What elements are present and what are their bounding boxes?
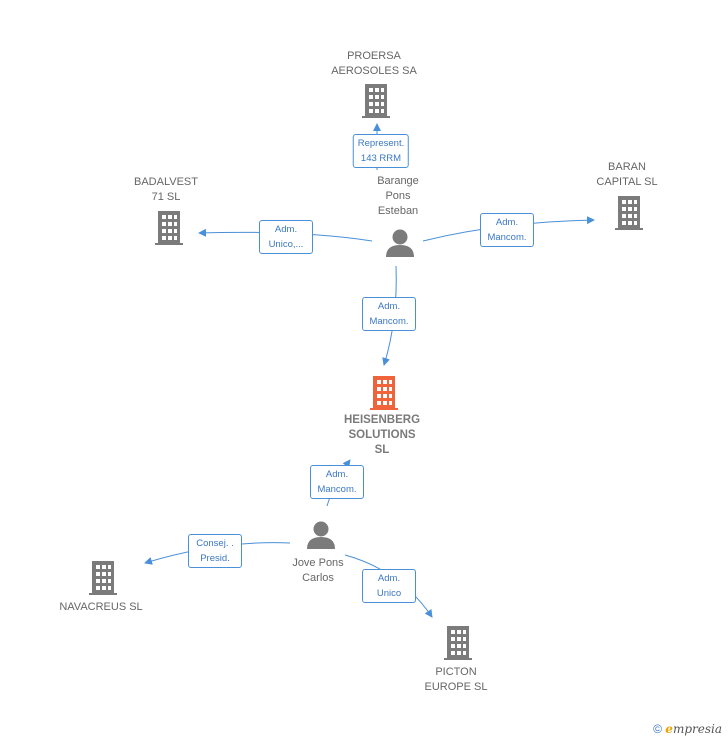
person-icon-jove[interactable] xyxy=(307,521,335,550)
brand-logo: empresia xyxy=(665,722,722,736)
edge-label-adm-mancom-heisenberg-2[interactable]: Adm. Mancom. xyxy=(310,465,364,499)
footer-brand: © empresia xyxy=(653,722,722,736)
building-icon-proersa[interactable] xyxy=(362,84,390,118)
edge-label-represent[interactable]: Represent. 143 RRM xyxy=(352,134,410,168)
node-label-heisenberg[interactable]: HEISENBERG SOLUTIONS SL xyxy=(343,414,421,456)
copyright-icon: © xyxy=(653,722,662,736)
building-icon-picton[interactable] xyxy=(444,626,472,660)
edge-label-adm-mancom-heisenberg-1[interactable]: Adm. Mancom. xyxy=(362,297,416,331)
edge-label-adm-mancom-baran[interactable]: Adm. Mancom. xyxy=(480,213,534,247)
node-label-barange[interactable]: Barange Pons Esteban xyxy=(377,175,419,217)
edge-label-adm-unico-picton[interactable]: Adm. Unico xyxy=(362,569,416,603)
building-icon-baran[interactable] xyxy=(615,196,643,230)
node-label-navacreus[interactable]: NAVACREUS SL xyxy=(59,601,143,613)
edge-label-adm-unico-badalvest[interactable]: Adm. Unico,... xyxy=(259,220,313,254)
edge-label-consej-presid[interactable]: Consej. . Presid. xyxy=(188,534,242,568)
node-label-baran[interactable]: BARAN CAPITAL SL xyxy=(596,161,658,188)
node-label-badalvest[interactable]: BADALVEST 71 SL xyxy=(134,176,198,203)
person-icon-barange[interactable] xyxy=(386,229,414,258)
building-icon-badalvest[interactable] xyxy=(155,211,183,245)
building-icon-heisenberg[interactable] xyxy=(370,376,398,410)
node-label-proersa[interactable]: PROERSA AEROSOLES SA xyxy=(331,50,417,77)
building-icon-navacreus[interactable] xyxy=(89,561,117,595)
node-label-picton[interactable]: PICTON EUROPE SL xyxy=(424,666,488,693)
node-label-jove[interactable]: Jove Pons Carlos xyxy=(292,557,344,584)
